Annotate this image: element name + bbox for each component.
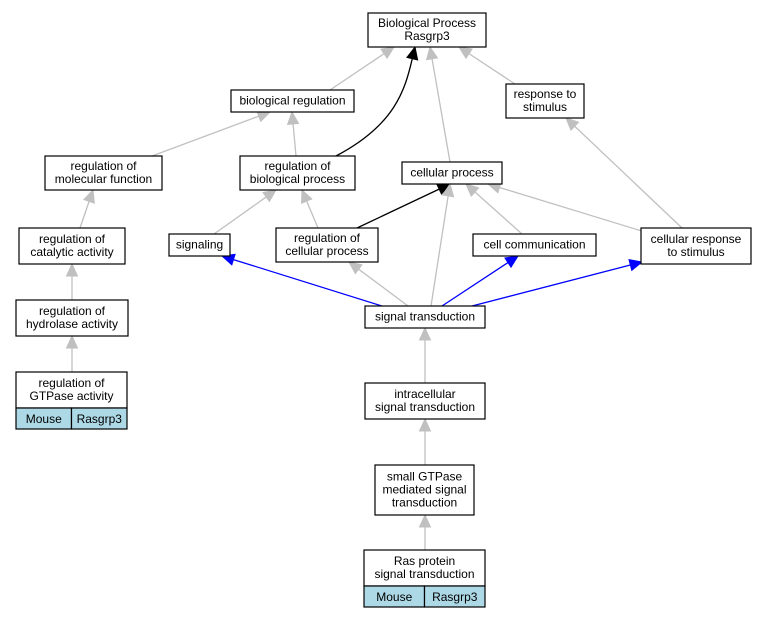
node-smallgtp-line: transduction	[392, 496, 457, 510]
node-bioreg: biological regulation	[230, 89, 355, 113]
node-regcat-line: catalytic activity	[30, 245, 113, 259]
edge-regcat-regmol	[79, 188, 95, 229]
edge-signaling-regbio	[213, 189, 277, 235]
edge-intra-sigtrans	[418, 326, 432, 383]
edge-resp-root	[457, 46, 516, 85]
edge-reghyd-regcat	[65, 262, 79, 300]
node-cellcomm-line: cell communication	[483, 238, 585, 252]
node-resp-line: stimulus	[523, 100, 567, 114]
edge-regcell-cellproc	[356, 183, 452, 229]
edge-regbio-root	[335, 45, 419, 157]
node-regbio-line: regulation of	[264, 159, 331, 173]
edge-cellcomm-cellproc	[465, 183, 523, 235]
node-ras-line: signal transduction	[374, 567, 474, 581]
node-cellproc-line: cellular process	[410, 166, 493, 180]
edge-cellproc-root	[425, 45, 451, 163]
node-reghyd-line: regulation of	[39, 304, 106, 318]
edge-sigtrans-cellcomm	[441, 255, 520, 307]
node-ras-tag-rasgrp3: Rasgrp3	[432, 590, 478, 604]
node-intra-line: signal transduction	[375, 400, 475, 414]
node-sigtrans-line: signal transduction	[375, 310, 475, 324]
node-root-line: Rasgrp3	[404, 29, 450, 43]
node-reggtp-tag-mouse: Mouse	[26, 412, 62, 426]
node-regbio-line: biological process	[250, 172, 345, 186]
node-intra-line: intracellular	[394, 387, 455, 401]
edge-cellresp-resp	[565, 117, 683, 229]
node-cellresp-line: cellular response	[651, 232, 742, 246]
node-regcell-line: cellular process	[285, 244, 368, 258]
node-reggtp-line: regulation of	[38, 376, 105, 390]
node-ras-tag-mouse: Mouse	[376, 590, 412, 604]
node-sigtrans: signal transduction	[364, 305, 486, 329]
edge-ras-smallgtp	[418, 513, 432, 550]
edge-regbio-bioreg	[286, 110, 300, 157]
node-root-line: Biological Process	[378, 16, 476, 30]
node-reggtp-tag-rasgrp3: Rasgrp3	[77, 412, 123, 426]
node-cellproc: cellular process	[401, 161, 503, 185]
node-regmol-line: regulation of	[70, 159, 137, 173]
node-signaling: signaling	[168, 233, 231, 257]
node-reghyd-line: hydrolase activity	[26, 317, 118, 331]
edge-reggtp-reghyd	[65, 334, 79, 372]
node-cellcomm: cell communication	[472, 233, 597, 257]
edge-sigtrans-cellproc	[430, 182, 455, 307]
node-regcell-line: regulation of	[294, 231, 361, 245]
node-smallgtp-line: small GTPase	[387, 470, 463, 484]
node-regmol-line: molecular function	[55, 172, 152, 186]
edge-regcell-regbio	[301, 188, 319, 229]
node-resp-line: response to	[514, 87, 577, 101]
node-signaling-line: signaling	[176, 238, 223, 252]
node-cellresp-line: to stimulus	[667, 245, 724, 259]
node-bioreg-line: biological regulation	[239, 94, 345, 108]
node-smallgtp-line: mediated signal	[382, 483, 466, 497]
edge-bioreg-root	[329, 46, 395, 91]
node-ras-line: Ras protein	[394, 554, 455, 568]
edge-smallgtp-intra	[418, 417, 432, 465]
edge-regmol-bioreg	[151, 110, 272, 157]
edge-sigtrans-regcell	[348, 261, 409, 307]
node-reggtp-line: GTPase activity	[29, 389, 113, 403]
edges	[65, 45, 683, 550]
edge-sigtrans-cellresp	[471, 259, 644, 307]
node-regcat-line: regulation of	[39, 232, 106, 246]
